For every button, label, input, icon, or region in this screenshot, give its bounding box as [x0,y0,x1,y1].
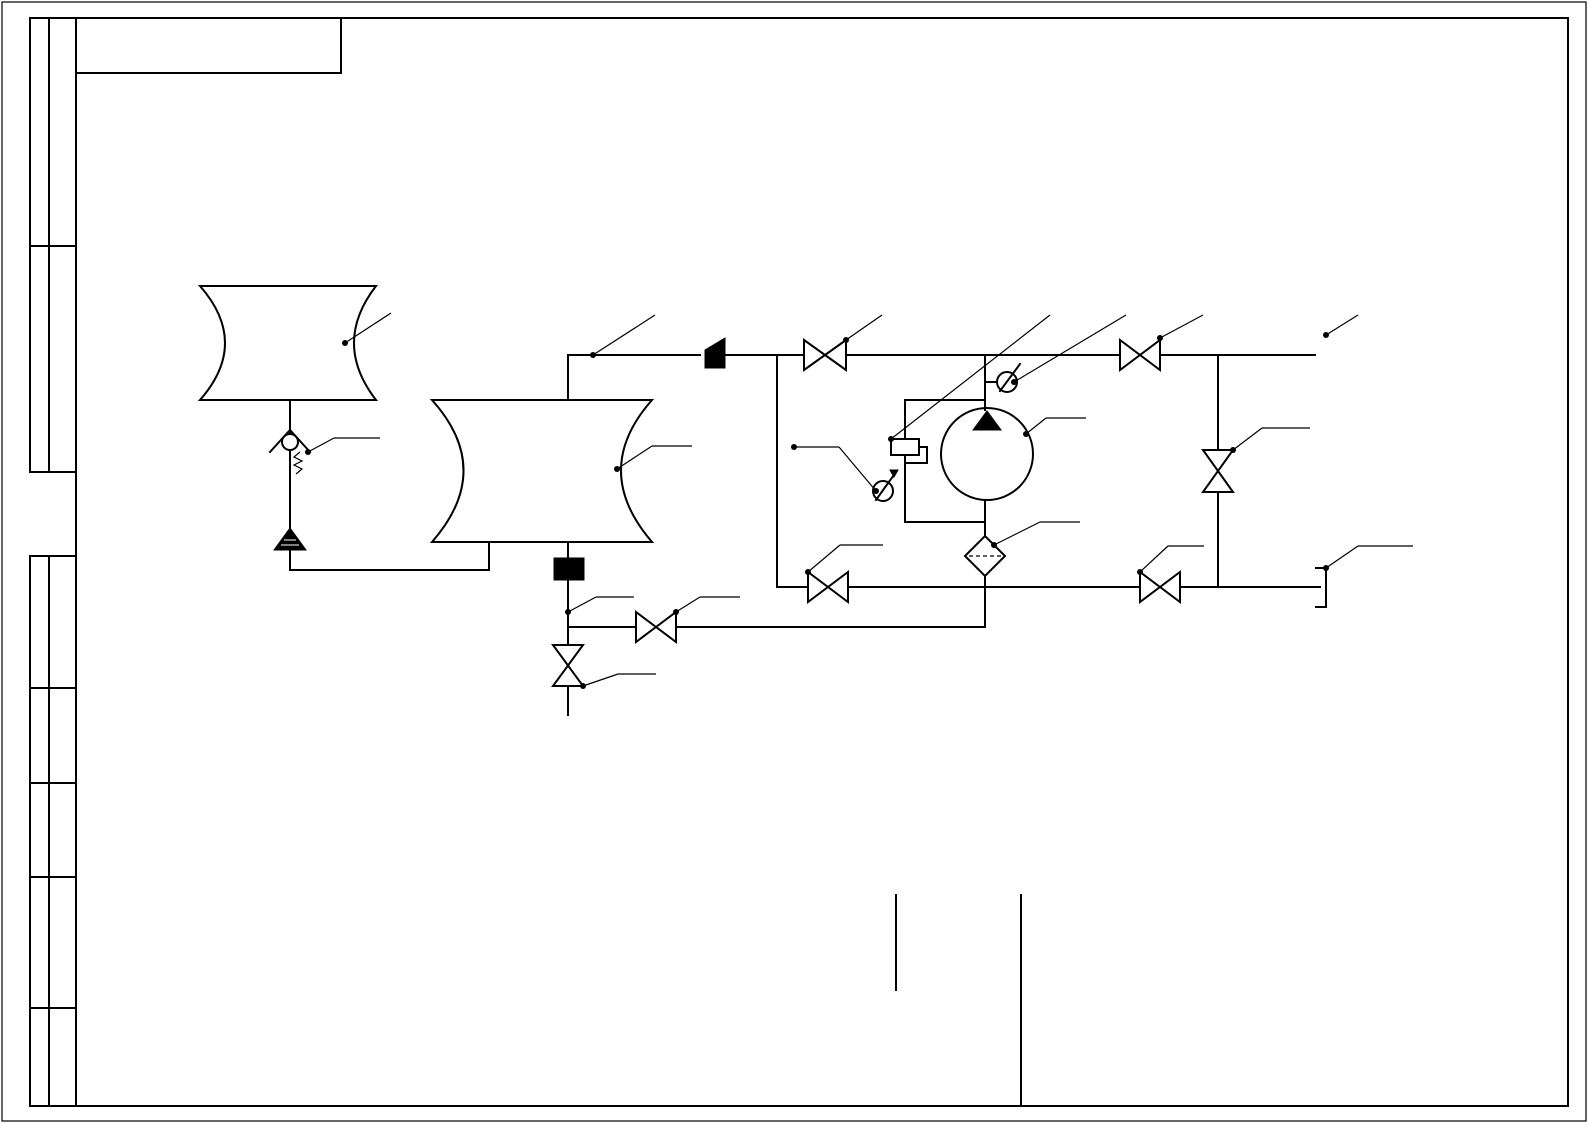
pump-station [791,314,1127,628]
upper-margin-strip [29,17,77,473]
pressure-gauge-top [984,314,1127,393]
upper-tank-connection [289,399,490,571]
pump-symbol-left [273,527,307,551]
gate-valve-drain-vertical [551,644,656,689]
main-tank [429,399,692,543]
top-line-end-marker [1323,314,1359,338]
pressure-gauge-side [791,444,899,502]
gate-valve-top-1 [803,314,883,372]
filter-symbol [963,521,1080,628]
upper-tank [197,285,392,401]
designation-box [75,17,342,74]
title-block-lines [895,894,1022,1107]
flow-indicator-top [704,337,1316,369]
drain-assembly [551,541,986,716]
left-margin-strips [29,17,77,1107]
gate-valve-drain-horizontal [635,596,740,644]
bottom-line-end-cap [1219,545,1413,608]
lower-margin-strip [29,555,77,1107]
relief-valve [888,314,1051,464]
spring-check-valve [268,428,380,475]
gate-valve-vertical-right [1201,427,1310,493]
inner-border [75,17,1569,1107]
gate-valve-bottom-2 [1137,545,1204,604]
gate-valve-top-2 [1119,314,1204,372]
main-pump-circle [940,407,1034,501]
main-tank-outlet-line [567,314,701,401]
gate-valve-bottom-1 [805,544,883,604]
